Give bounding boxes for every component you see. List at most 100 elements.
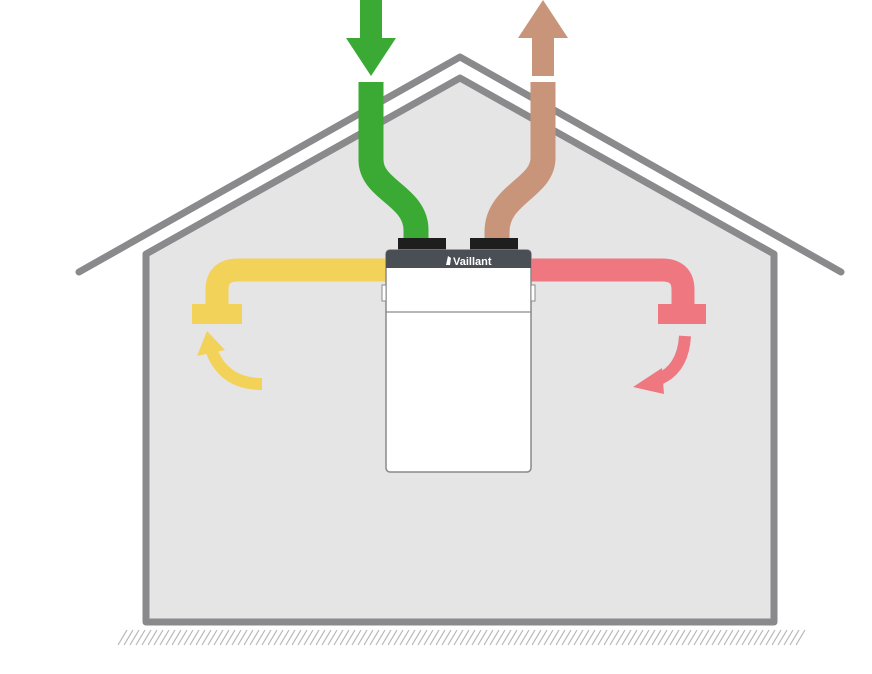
ground-hatch-line bbox=[375, 629, 386, 646]
ground-hatch-line bbox=[597, 629, 608, 646]
supply-arrowhead bbox=[197, 331, 225, 356]
ground-hatch-line bbox=[567, 629, 578, 646]
ground-hatch-line bbox=[519, 629, 530, 646]
ground-hatch-line bbox=[735, 629, 746, 646]
ground-hatch-line bbox=[147, 629, 158, 646]
ground-hatch-line bbox=[153, 629, 164, 646]
vaillant-hare-logo bbox=[446, 256, 451, 265]
ground-hatch-line bbox=[579, 629, 590, 646]
ground-hatch-line bbox=[543, 629, 554, 646]
unit-left-handle bbox=[381, 284, 387, 302]
ventilation-unit: Vaillant bbox=[381, 249, 536, 473]
ground-hatch-line bbox=[249, 629, 260, 646]
ground-hatch-line bbox=[453, 629, 464, 646]
ground-hatch-line bbox=[759, 629, 770, 646]
ground-hatch-line bbox=[531, 629, 542, 646]
ground-hatch-line bbox=[255, 629, 266, 646]
ground-hatch-line bbox=[525, 629, 536, 646]
supply-air-duct bbox=[205, 258, 386, 318]
unit-body bbox=[385, 249, 532, 473]
ground-hatch-line bbox=[645, 629, 656, 646]
ground-hatch-line bbox=[471, 629, 482, 646]
arrow-up-icon bbox=[518, 0, 568, 76]
ground-hatch-line bbox=[435, 629, 446, 646]
ground-hatch-line bbox=[285, 629, 296, 646]
ground-hatch-line bbox=[387, 629, 398, 646]
ground-hatch-line bbox=[687, 629, 698, 646]
ground-hatch-line bbox=[327, 629, 338, 646]
ground-hatching bbox=[117, 629, 806, 646]
ground-hatch-line bbox=[411, 629, 422, 646]
curved-arrow-icon bbox=[206, 349, 263, 390]
ground-hatch-line bbox=[267, 629, 278, 646]
ground-hatch-line bbox=[123, 629, 134, 646]
ground-hatch-line bbox=[483, 629, 494, 646]
ground-hatch-line bbox=[465, 629, 476, 646]
ground-hatch-line bbox=[213, 629, 224, 646]
ground-hatch-line bbox=[555, 629, 566, 646]
unit-top-panel bbox=[386, 250, 531, 268]
ground-hatch-line bbox=[753, 629, 764, 646]
unit-brand-label: Vaillant bbox=[453, 256, 492, 268]
ground-hatch-line bbox=[741, 629, 752, 646]
ground-hatch-line bbox=[513, 629, 524, 646]
supply-duct-outlet bbox=[192, 304, 242, 324]
ground-hatch-line bbox=[339, 629, 350, 646]
ground-hatch-line bbox=[141, 629, 152, 646]
ground-hatch-line bbox=[231, 629, 242, 646]
ground-hatch-line bbox=[399, 629, 410, 646]
ground-hatch-line bbox=[129, 629, 140, 646]
ground-hatch-line bbox=[639, 629, 650, 646]
ground-hatch-line bbox=[345, 629, 356, 646]
extract-duct-inlet bbox=[658, 304, 706, 324]
ground-hatch-line bbox=[777, 629, 788, 646]
ground-hatch-line bbox=[297, 629, 308, 646]
intake-connector bbox=[398, 238, 446, 252]
ground-hatch-line bbox=[183, 629, 194, 646]
ground-hatch-line bbox=[357, 629, 368, 646]
ground-hatch-line bbox=[171, 629, 182, 646]
ground-hatch-line bbox=[273, 629, 284, 646]
ground-hatch-line bbox=[381, 629, 392, 646]
ground-hatch-line bbox=[765, 629, 776, 646]
ground-hatch-line bbox=[561, 629, 572, 646]
exhaust-air-duct bbox=[484, 82, 556, 244]
ground-hatch-line bbox=[159, 629, 170, 646]
ground-hatch-line bbox=[441, 629, 452, 646]
fresh-air-intake-duct bbox=[358, 82, 429, 244]
ground-hatch-line bbox=[417, 629, 428, 646]
ground-hatch-line bbox=[501, 629, 512, 646]
ground-hatch-line bbox=[621, 629, 632, 646]
ground-hatch-line bbox=[291, 629, 302, 646]
ground-hatch-line bbox=[489, 629, 500, 646]
ground-hatch-line bbox=[237, 629, 248, 646]
ground-hatch-line bbox=[699, 629, 710, 646]
ground-hatch-line bbox=[783, 629, 794, 646]
ground-hatch-line bbox=[243, 629, 254, 646]
ground-hatch-line bbox=[207, 629, 218, 646]
ground-hatch-line bbox=[789, 629, 800, 646]
ground-hatch-line bbox=[537, 629, 548, 646]
ground-hatch-line bbox=[729, 629, 740, 646]
ground-hatch-line bbox=[447, 629, 458, 646]
ground-hatch-line bbox=[681, 629, 692, 646]
ground-hatch-line bbox=[651, 629, 662, 646]
ground-hatch-line bbox=[315, 629, 326, 646]
ground-hatch-line bbox=[549, 629, 560, 646]
ground-hatch-line bbox=[261, 629, 272, 646]
ground-hatch-line bbox=[507, 629, 518, 646]
ground-hatch-line bbox=[363, 629, 374, 646]
ground-hatch-line bbox=[405, 629, 416, 646]
ground-hatch-line bbox=[189, 629, 200, 646]
ground-hatch-line bbox=[723, 629, 734, 646]
ground-hatch-line bbox=[675, 629, 686, 646]
ground-hatch-line bbox=[309, 629, 320, 646]
ground-hatch-line bbox=[795, 629, 806, 646]
ground-hatch-line bbox=[201, 629, 212, 646]
ground-hatch-line bbox=[117, 629, 128, 646]
ground-hatch-line bbox=[495, 629, 506, 646]
ground-hatch-line bbox=[705, 629, 716, 646]
ground-hatch-line bbox=[165, 629, 176, 646]
ground-hatch-line bbox=[477, 629, 488, 646]
